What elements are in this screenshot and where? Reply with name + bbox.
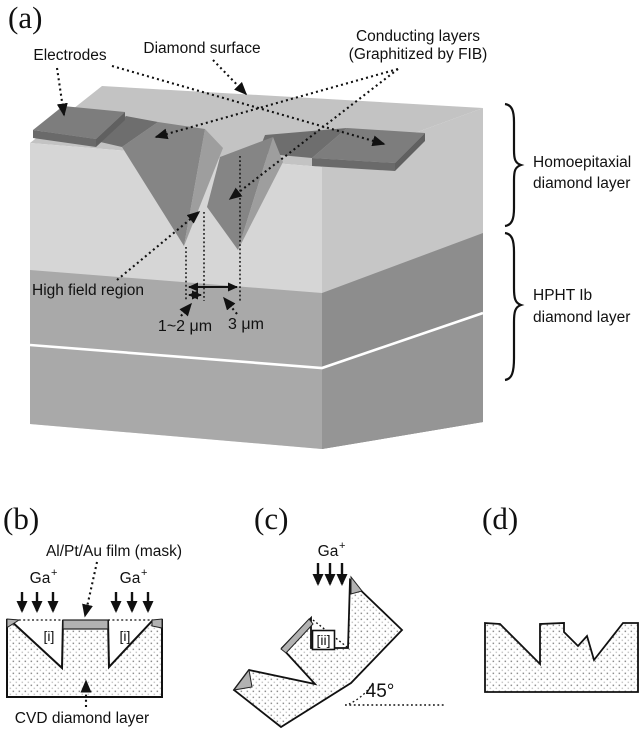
left-electrode <box>33 106 125 147</box>
left-groove-wall-dark <box>122 122 205 246</box>
cvd-label: CVD diamond layer <box>15 710 149 727</box>
left-electrode-top <box>33 106 125 139</box>
high-field-label: High field region <box>32 282 144 299</box>
pointer-dim-pitch <box>223 296 238 315</box>
mask-film-center <box>62 619 109 630</box>
right-electrode <box>312 128 425 171</box>
panel-c-tag: (c) <box>254 501 288 536</box>
left-electrode-front <box>33 130 96 147</box>
panel-a: (a) Electrodes Diamond surface Conductin… <box>8 0 631 449</box>
left-groove-outline-b <box>9 619 64 671</box>
mask-film-strip-c <box>280 618 314 654</box>
cvd-block <box>7 619 162 697</box>
homoepitaxial-label-line2: diamond layer <box>533 175 630 192</box>
left-electrode-side <box>96 112 125 147</box>
final-block <box>484 622 639 693</box>
panel-d: (d) <box>482 501 639 693</box>
panel-a-tag: (a) <box>8 0 42 35</box>
panel-b-tag: (b) <box>3 501 39 536</box>
angle-label: 45° <box>366 681 395 702</box>
hpht-label-line1: HPHT Ib <box>533 287 592 304</box>
mask-label: Al/Pt/Au film (mask) <box>46 543 182 560</box>
hpht-label-line2: diamond layer <box>533 309 630 326</box>
right-groove-wall-light <box>238 137 283 250</box>
right-electrode-side <box>395 133 425 171</box>
hpht-front-face <box>30 270 322 449</box>
panel-c: [ii] (c) Ga + 45° <box>232 501 446 729</box>
homoepitaxial-brace <box>504 102 525 228</box>
ga-label-right: Ga <box>120 570 141 587</box>
mask-film-cap-c <box>350 575 363 595</box>
left-surface-band <box>96 116 158 147</box>
pointer-mask-film <box>82 561 99 618</box>
mask-film-left-wedge <box>6 618 21 628</box>
panel-d-tag: (d) <box>482 501 518 536</box>
pointer-diamond-surface <box>212 59 248 96</box>
diamond-surface-label: Diamond surface <box>143 40 260 57</box>
ga-label-left: Ga <box>30 570 51 587</box>
ga-sup-right: + <box>141 567 147 579</box>
right-electrode-top <box>312 128 425 163</box>
step-ii-label: [ii] <box>317 632 331 648</box>
substrate-white-line <box>29 311 484 370</box>
pointer-electrodes-right <box>111 64 386 147</box>
right-electrode-front <box>312 158 395 171</box>
pointer-conducting-right <box>228 68 399 200</box>
step-ii-box <box>311 629 336 651</box>
mask-film-tip-c <box>232 668 253 691</box>
electrodes-label: Electrodes <box>33 47 106 64</box>
hpht-brace <box>504 231 525 382</box>
dim-gap-label: 1~2 μm <box>158 318 212 335</box>
mask-film-right-wedge <box>151 618 163 629</box>
pointer-high-field <box>116 211 201 281</box>
ga-label-c: Ga <box>318 543 339 560</box>
conducting-label-line2: (Graphitized by FIB) <box>349 46 488 63</box>
ga-sup-c: + <box>339 540 345 552</box>
ga-sup-left: + <box>51 567 57 579</box>
pointer-conducting-left <box>154 67 399 140</box>
conducting-label-line1: Conducting layers <box>356 28 480 45</box>
step-i-right: [i] <box>120 628 131 644</box>
right-groove-outline-b <box>107 619 154 670</box>
step-i-left: [i] <box>44 628 55 644</box>
cvd-block-outline <box>6 619 163 698</box>
homoepitaxial-label-line1: Homoepitaxial <box>533 154 631 171</box>
panel-b: (b) Al/Pt/Au film (mask) Ga + Ga + [i] [… <box>3 501 182 727</box>
tilted-block <box>232 577 404 729</box>
dim-pitch-label: 3 μm <box>228 316 264 333</box>
substrate-side-face <box>322 313 483 449</box>
